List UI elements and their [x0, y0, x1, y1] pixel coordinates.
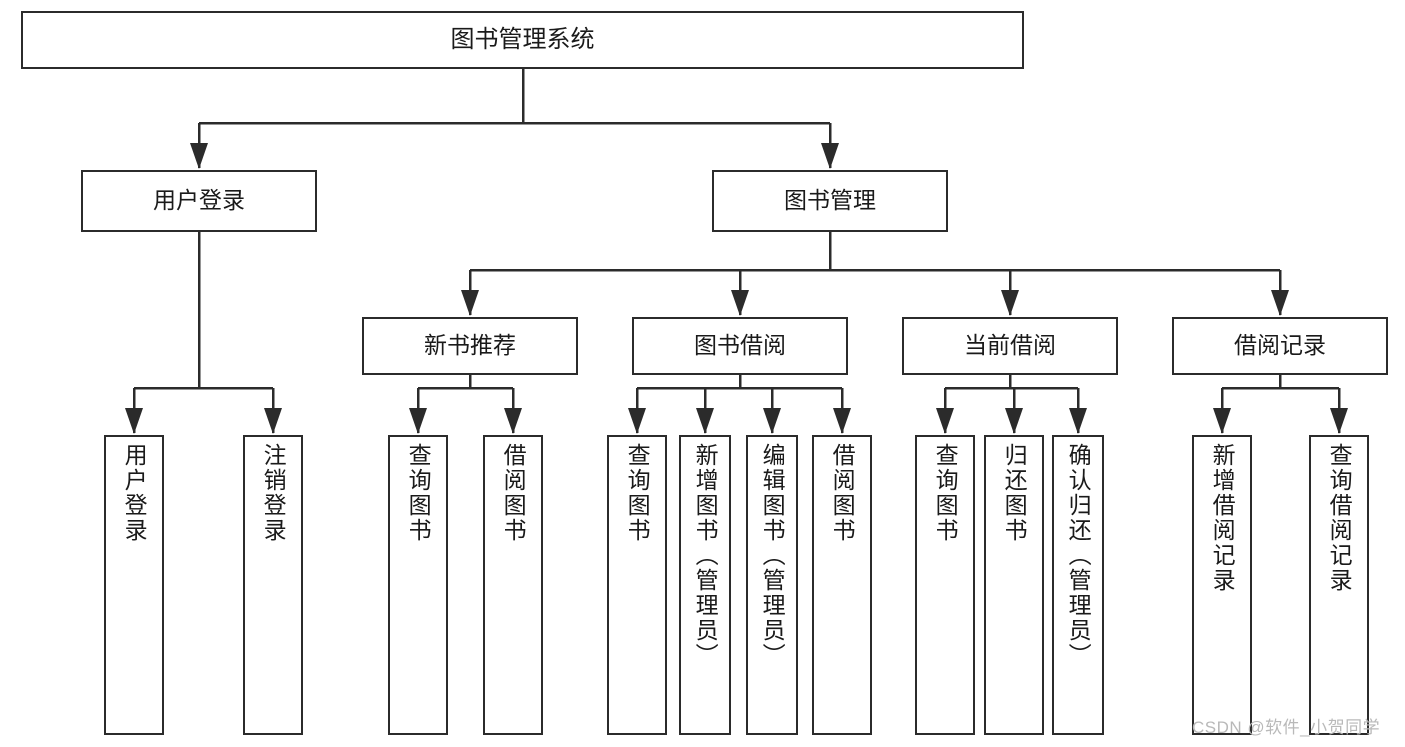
node-label: 新增借阅记录 — [1209, 443, 1236, 593]
edge-arrowhead — [731, 290, 749, 316]
node-label: 查询图书 — [405, 443, 432, 543]
edge-arrowhead — [628, 408, 646, 434]
node-label: 图书管理系统 — [450, 25, 595, 53]
node-label: 查询借阅记录 — [1326, 443, 1353, 593]
node-book-manage: 图书管理 — [712, 170, 948, 232]
node-label: 确认归还（管理员） — [1065, 443, 1092, 668]
edge-arrowhead — [1213, 408, 1231, 434]
edge-arrowhead — [1271, 290, 1289, 316]
edge-arrowhead — [504, 408, 522, 434]
edge-arrowhead — [936, 408, 954, 434]
node-label: 新增图书（管理员） — [692, 443, 719, 668]
node-leaf-logout: 注销登录 — [243, 435, 303, 735]
node-leaf-user-login: 用户登录 — [104, 435, 164, 735]
node-leaf-edit-book: 编辑图书（管理员） — [746, 435, 798, 735]
edge-arrowhead — [763, 408, 781, 434]
node-label: 图书管理 — [784, 187, 876, 214]
edge-arrowhead — [1330, 408, 1348, 434]
node-leaf-borrow-book-1: 借阅图书 — [483, 435, 543, 735]
node-label: 注销登录 — [260, 443, 287, 543]
node-leaf-query-record: 查询借阅记录 — [1309, 435, 1369, 735]
node-leaf-confirm-return: 确认归还（管理员） — [1052, 435, 1104, 735]
node-label: 借阅图书 — [829, 443, 856, 543]
node-label: 用户登录 — [121, 443, 148, 543]
edge-arrowhead — [125, 408, 143, 434]
node-label: 查询图书 — [624, 443, 651, 543]
node-leaf-add-record: 新增借阅记录 — [1192, 435, 1252, 735]
node-leaf-query-book-3: 查询图书 — [915, 435, 975, 735]
node-label: 归还图书 — [1001, 443, 1028, 543]
node-current-borrow: 当前借阅 — [902, 317, 1118, 375]
edge-arrowhead — [1005, 408, 1023, 434]
node-label: 图书借阅 — [694, 332, 786, 359]
node-leaf-return-book: 归还图书 — [984, 435, 1044, 735]
edge-arrowhead — [696, 408, 714, 434]
edge-arrowhead — [833, 408, 851, 434]
edge-arrowhead — [190, 143, 208, 169]
node-label: 查询图书 — [932, 443, 959, 543]
edge-arrowhead — [264, 408, 282, 434]
node-borrow-record: 借阅记录 — [1172, 317, 1388, 375]
edge-arrowhead — [461, 290, 479, 316]
node-label: 借阅图书 — [500, 443, 527, 543]
node-user-login: 用户登录 — [81, 170, 317, 232]
node-new-book-rec: 新书推荐 — [362, 317, 578, 375]
node-label: 用户登录 — [153, 187, 245, 214]
edge-arrowhead — [1069, 408, 1087, 434]
node-leaf-add-book: 新增图书（管理员） — [679, 435, 731, 735]
edge-arrowhead — [1001, 290, 1019, 316]
node-root: 图书管理系统 — [21, 11, 1024, 69]
edge-arrowhead — [409, 408, 427, 434]
node-leaf-query-book-2: 查询图书 — [607, 435, 667, 735]
node-leaf-borrow-book-2: 借阅图书 — [812, 435, 872, 735]
node-label: 借阅记录 — [1234, 332, 1326, 359]
node-label: 当前借阅 — [964, 332, 1056, 359]
node-label: 编辑图书（管理员） — [759, 443, 786, 668]
node-book-borrow: 图书借阅 — [632, 317, 848, 375]
node-leaf-query-book-1: 查询图书 — [388, 435, 448, 735]
edge-arrowhead — [821, 143, 839, 169]
node-label: 新书推荐 — [424, 332, 516, 359]
